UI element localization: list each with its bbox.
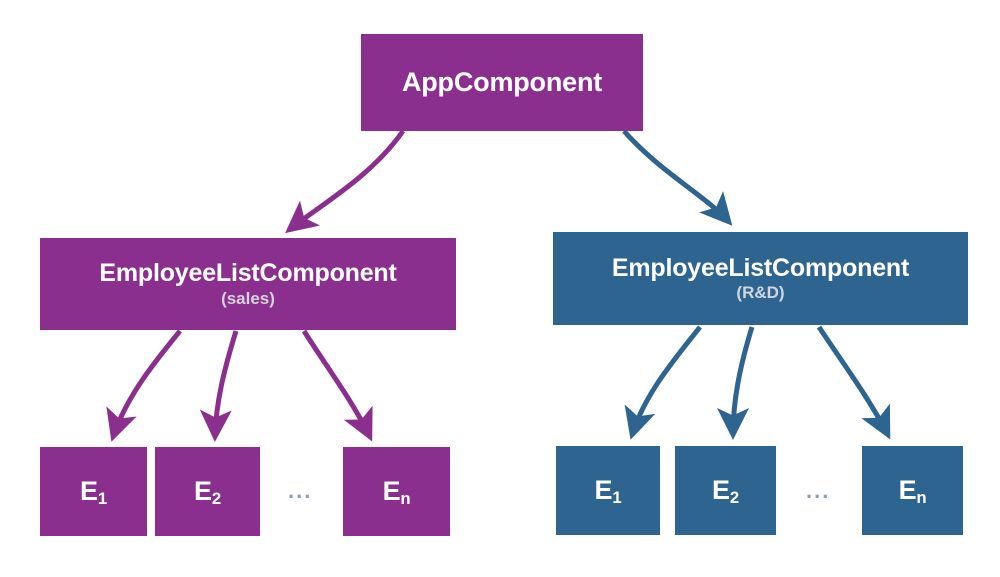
- employee-base: E: [80, 476, 98, 507]
- node-employee-rnd-1[interactable]: E1: [556, 446, 660, 535]
- node-employee-sales-n[interactable]: En: [343, 447, 450, 536]
- node-app-component-label: AppComponent: [401, 67, 603, 98]
- ellipsis-rnd: ...: [806, 478, 831, 503]
- edge-rnd-to-e1: [624, 325, 702, 440]
- node-employee-sales-2-label: E2: [194, 476, 221, 508]
- employee-subscript: 2: [729, 488, 739, 507]
- employee-base: E: [898, 475, 917, 506]
- node-employee-sales-n-label: En: [382, 476, 411, 508]
- node-employee-list-sales[interactable]: EmployeeListComponent (sales): [40, 238, 456, 330]
- node-employee-list-rnd[interactable]: EmployeeListComponent (R&D): [553, 232, 968, 325]
- node-employee-rnd-n[interactable]: En: [862, 446, 963, 535]
- edge-app-to-sales: [285, 129, 406, 234]
- node-employee-sales-2[interactable]: E2: [155, 447, 260, 536]
- employee-base: E: [594, 475, 613, 506]
- node-employee-rnd-n-label: En: [898, 475, 927, 507]
- node-employee-sales-1-label: E1: [80, 476, 107, 508]
- node-employee-list-sales-label: EmployeeListComponent: [99, 259, 397, 288]
- employee-base: E: [194, 476, 212, 507]
- node-employee-rnd-2-label: E2: [712, 475, 739, 507]
- node-employee-rnd-2[interactable]: E2: [675, 446, 776, 535]
- employee-base: E: [712, 475, 730, 506]
- employee-subscript: 1: [97, 489, 107, 508]
- edge-sales-to-e2: [199, 330, 239, 442]
- ellipsis-sales: ...: [288, 478, 313, 503]
- edge-rnd-to-e2: [717, 326, 755, 440]
- node-employee-sales-1[interactable]: E1: [40, 447, 147, 536]
- edge-rnd-to-en: [816, 325, 891, 440]
- employee-subscript: 1: [612, 488, 622, 507]
- employee-subscript: n: [400, 489, 411, 508]
- node-employee-list-rnd-label: EmployeeListComponent: [611, 253, 910, 282]
- employee-base: E: [382, 476, 401, 507]
- node-employee-list-rnd-subtitle: (R&D): [736, 283, 785, 303]
- node-employee-rnd-1-label: E1: [594, 475, 622, 507]
- node-app-component[interactable]: AppComponent: [361, 34, 643, 131]
- edge-sales-to-en: [301, 329, 373, 442]
- employee-subscript: n: [916, 488, 927, 507]
- node-employee-list-sales-subtitle: (sales): [221, 288, 275, 308]
- edge-sales-to-e1: [106, 329, 182, 442]
- employee-subscript: 2: [211, 489, 221, 508]
- edge-app-to-rnd: [622, 129, 733, 226]
